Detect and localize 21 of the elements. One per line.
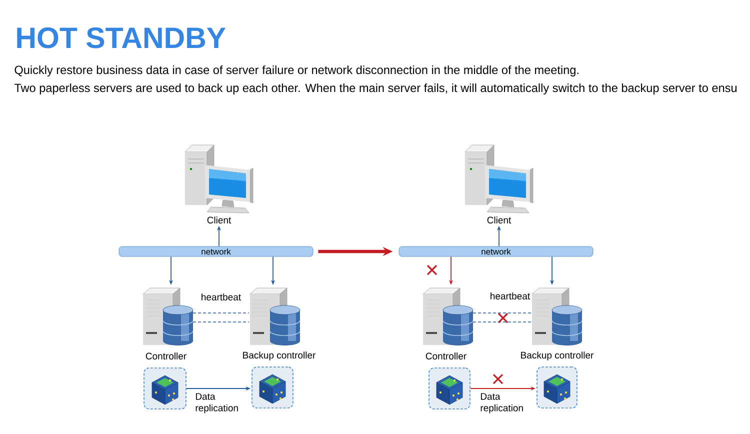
edge-label: Data replication <box>194 392 246 414</box>
device-label: Controller <box>146 352 186 360</box>
device-label: Client <box>207 216 232 224</box>
device-label: Client <box>487 216 512 224</box>
title: HOT STANDBY <box>17 27 226 48</box>
network-bar: network <box>398 246 594 257</box>
description-text: Two paperless servers are used to back up each other. When the main server fails, it will automatically switch to the backup server to ensu <box>14 83 736 94</box>
edge-label: heartbeat <box>200 292 242 302</box>
device-label: Backup controller <box>521 352 594 360</box>
description-text: Quickly restore business data in case of server failure or network disconnection in the middle of the meeting. <box>14 65 578 76</box>
storage-picture <box>428 368 470 410</box>
network-bar: network <box>118 246 314 257</box>
edge-label: heartbeat <box>488 292 532 300</box>
storage-picture <box>536 366 578 408</box>
storage-picture <box>144 368 186 410</box>
dashed-line <box>472 312 532 314</box>
storage-picture <box>252 366 294 408</box>
dashed-line <box>192 312 250 314</box>
device-label: Backup controller <box>243 352 316 360</box>
device-label: Controller <box>426 352 466 360</box>
edge-label: Data replication <box>479 392 532 414</box>
